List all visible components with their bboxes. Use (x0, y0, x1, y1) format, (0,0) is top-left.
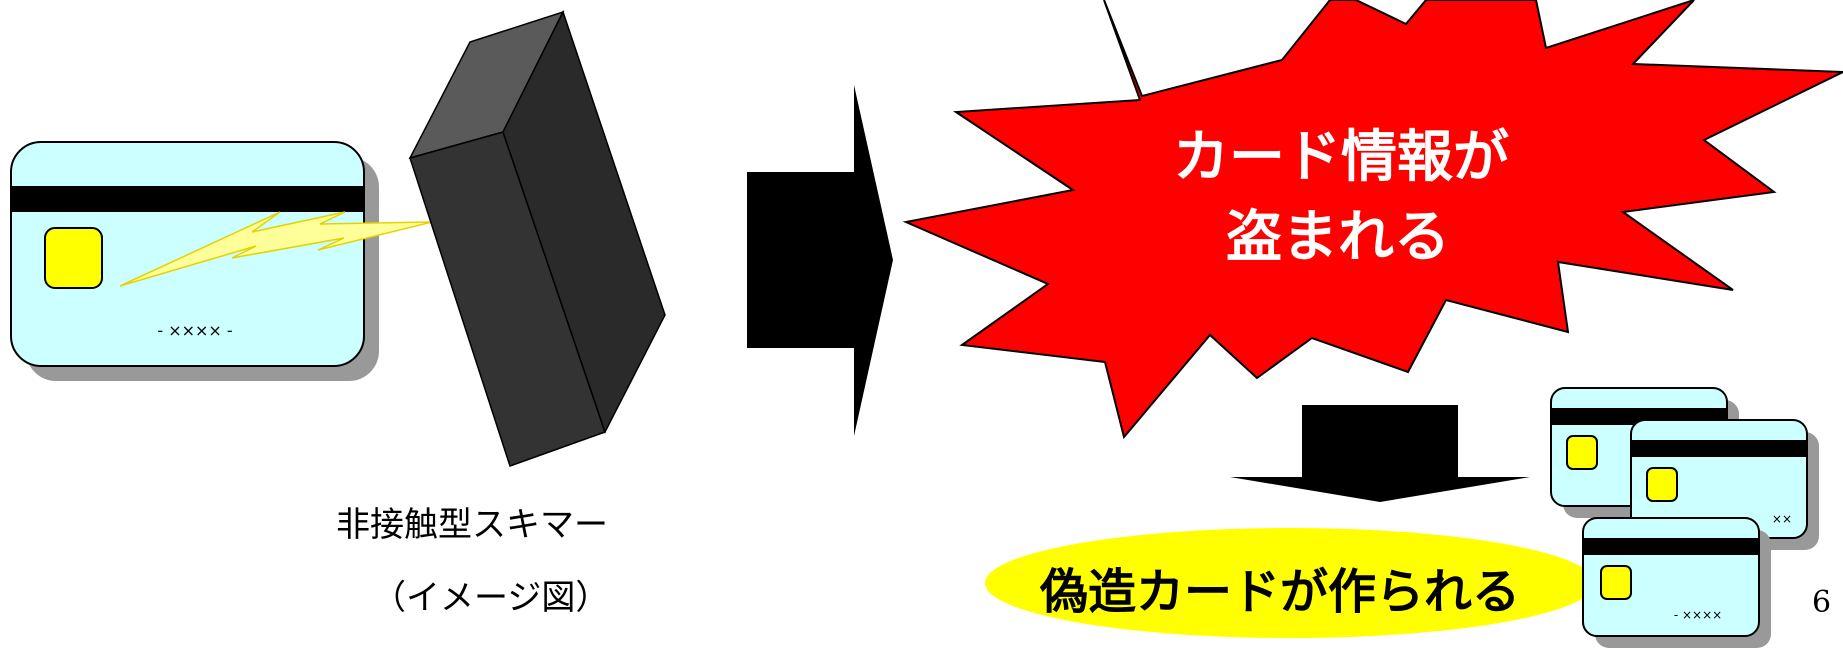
main-card-number: - ×××× - (157, 321, 232, 340)
result-ellipse (985, 528, 1595, 638)
skimmer-caption-line2: （イメージ図） (372, 578, 610, 618)
main-card-chip (44, 227, 103, 289)
forged-card-middle-stripe (1631, 440, 1807, 457)
skimmer-device (408, 10, 666, 467)
forged-card-front-chip (1600, 565, 1632, 600)
main-card-magstripe (11, 186, 364, 212)
forged-card-front-stripe (1583, 538, 1759, 555)
skimmer-side-face (502, 10, 666, 434)
page-number: 6 (1812, 585, 1832, 620)
forged-card-middle-chip (1646, 467, 1678, 502)
forged-card-middle-number: ×× (1772, 512, 1792, 526)
forged-card-front: - ×××× (1582, 517, 1771, 648)
burst-text-line2: 盗まれる (1226, 205, 1450, 270)
forged-card-front-number: - ×××× (1674, 608, 1722, 622)
result-label: 偽造カードが作られる (1040, 564, 1521, 620)
skimmer-caption-line1: 非接触型スキマー (336, 505, 608, 545)
right-arrow-icon (747, 85, 893, 436)
explosion-burst (902, 0, 1843, 440)
burst-text-line1: カード情報が (1173, 125, 1509, 190)
forged-card-back-chip (1566, 435, 1598, 470)
down-arrow-icon (1230, 405, 1530, 502)
